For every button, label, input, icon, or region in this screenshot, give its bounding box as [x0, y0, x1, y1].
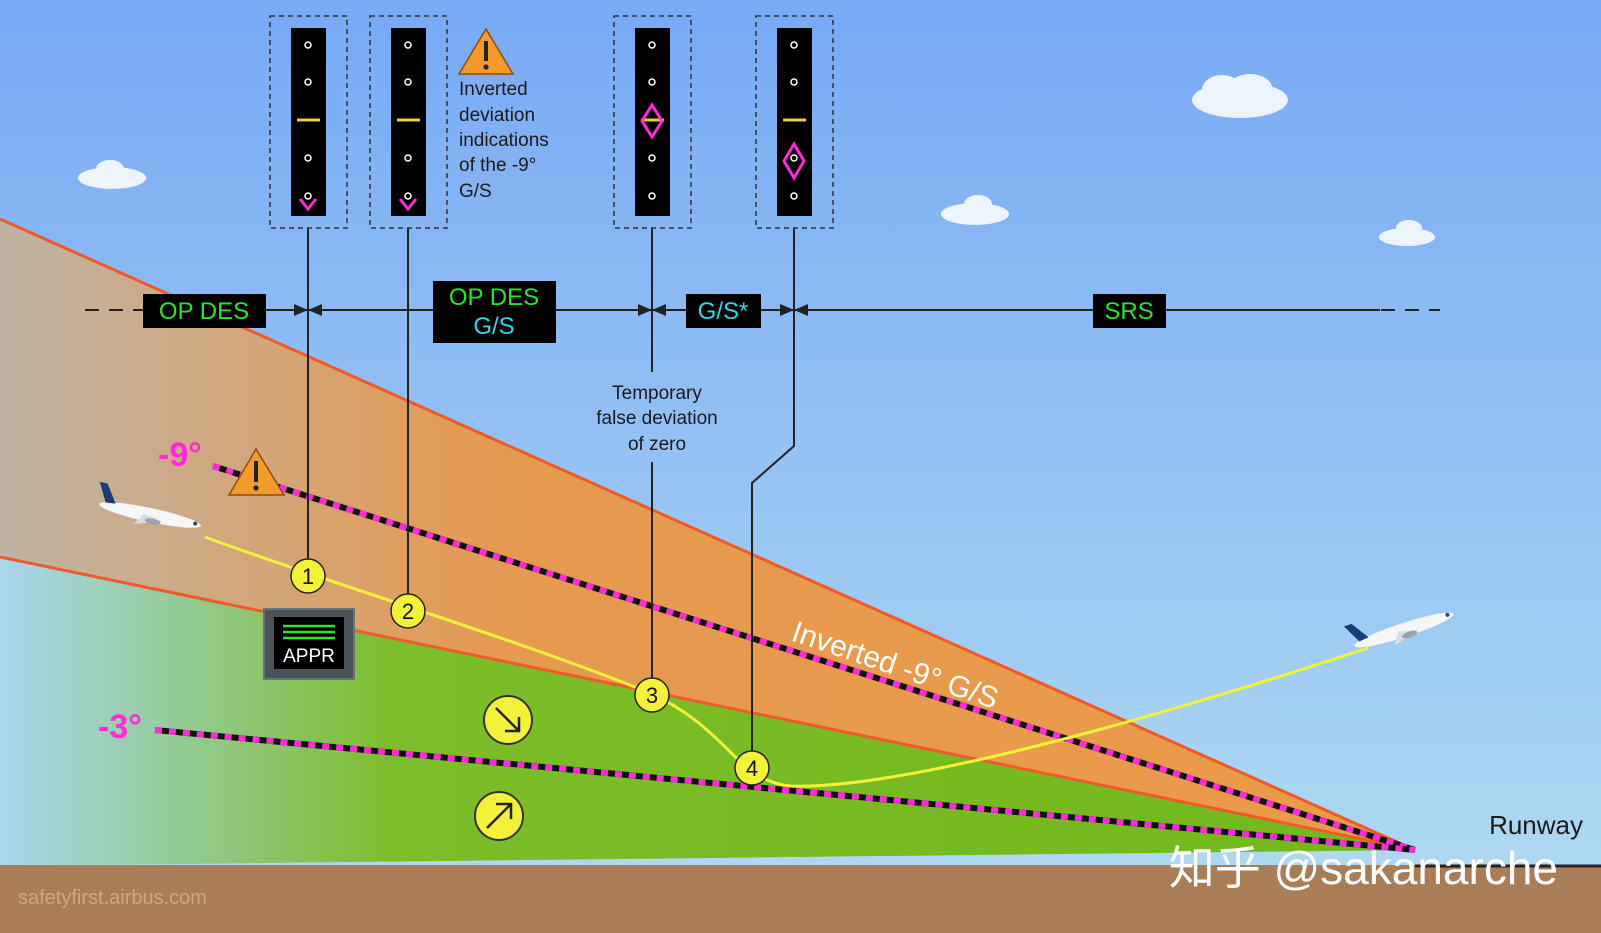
svg-text:1: 1: [302, 564, 314, 589]
step-marker-4: 4: [734, 750, 770, 786]
arrow-down-right-icon: [483, 695, 533, 745]
step-marker-2: 2: [390, 593, 426, 629]
fma-gs-star: G/S*: [686, 294, 761, 328]
deviation-scale-4: [755, 15, 834, 229]
fma-gs-star-label: G/S*: [698, 298, 749, 325]
fma-srs: SRS: [1093, 294, 1166, 328]
svg-text:2: 2: [402, 599, 414, 624]
deviation-scale-2: [369, 15, 448, 229]
svg-text:indications: indications: [459, 130, 549, 151]
aircraft-icon: [1343, 612, 1454, 648]
cloud-icon: [1379, 220, 1435, 246]
svg-text:of the -9°: of the -9°: [459, 155, 536, 176]
minus3-glideslope: [154, 727, 1416, 853]
warning-triangle-icon: [227, 447, 286, 496]
fma-op-des-gs: OP DES G/S: [433, 281, 556, 343]
svg-text:false deviation: false deviation: [596, 408, 717, 429]
deviation-chevron-icon: [398, 198, 418, 212]
cloud-icon: [78, 160, 146, 189]
fma-op-des-label: OP DES: [159, 298, 249, 325]
minus3-label: -3°: [98, 708, 142, 746]
warning-triangle-icon: [457, 27, 515, 75]
source-credit: safetyfirst.airbus.com: [18, 887, 207, 909]
svg-text:4: 4: [746, 756, 758, 781]
cloud-icon: [941, 195, 1009, 225]
minus9-label: -9°: [158, 436, 202, 474]
svg-text:G/S: G/S: [459, 181, 492, 202]
fma-op-des-gs-line1: OP DES: [449, 284, 539, 311]
appr-label: APPR: [283, 646, 335, 667]
fma-op-des: OP DES: [143, 294, 266, 328]
deviation-scale-1: [269, 15, 348, 229]
svg-text:Inverted: Inverted: [459, 79, 528, 100]
svg-text:deviation: deviation: [459, 105, 535, 126]
minus9-glideslope: [212, 463, 1416, 853]
ground: [0, 865, 1601, 933]
lower-boundary-line: [0, 555, 1416, 852]
step-marker-1: 1: [290, 558, 326, 594]
fma-srs-label: SRS: [1104, 298, 1153, 325]
appr-annunciator: APPR: [263, 608, 355, 680]
inverted-deviation-note: Inverted deviation indications of the -9…: [459, 79, 549, 202]
watermark: 知乎 @sakanarche: [1169, 842, 1558, 894]
aircraft-icon: [99, 481, 201, 528]
fma-op-des-gs-line2: G/S: [473, 313, 514, 340]
svg-text:Temporary: Temporary: [612, 383, 702, 404]
svg-text:of zero: of zero: [628, 434, 686, 455]
temporary-false-deviation-note: Temporary false deviation of zero: [596, 383, 717, 455]
step-marker-3: 3: [634, 677, 670, 713]
svg-text:3: 3: [646, 683, 658, 708]
deviation-chevron-icon: [298, 198, 318, 212]
deviation-diamond-icon: [782, 141, 806, 181]
deviation-diamond-icon: [640, 102, 664, 140]
arrow-up-right-icon: [474, 791, 524, 841]
indicator-leader-4: [751, 228, 795, 752]
deviation-scale-3: [613, 15, 692, 229]
runway-label: Runway: [1489, 810, 1583, 840]
cloud-icon: [1192, 74, 1288, 118]
